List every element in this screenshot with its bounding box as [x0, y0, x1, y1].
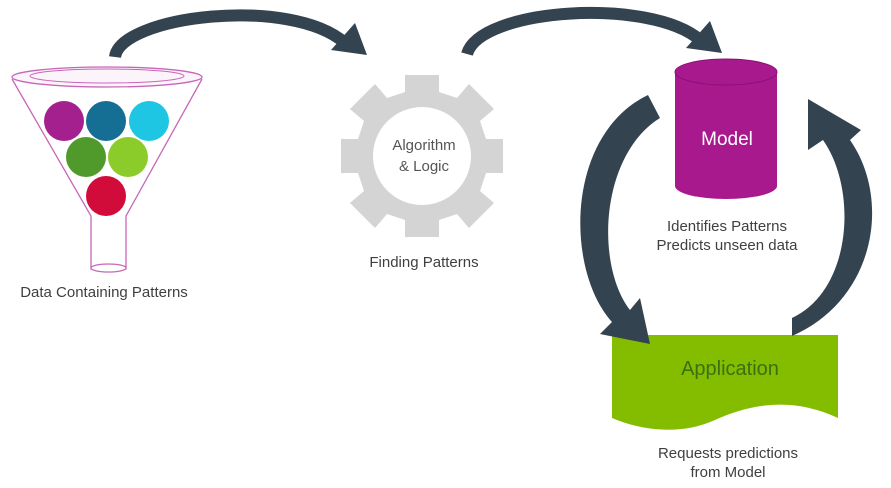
data-ball-5 — [108, 137, 148, 177]
funnel-caption: Data Containing Patterns — [20, 284, 188, 301]
application-caption-line-1: Requests predictions — [657, 445, 799, 462]
arrow-application-to-model — [792, 99, 873, 336]
gear-label-line-2: & Logic — [398, 158, 450, 175]
model-caption: Identifies Patterns Predicts unseen data — [628, 217, 826, 255]
model-cylinder-icon — [674, 58, 778, 199]
model-label: Model — [701, 129, 753, 150]
funnel-icon — [11, 66, 203, 273]
application-caption: Requests predictions from Model — [612, 444, 844, 482]
model-caption-line-2: Predicts unseen data — [656, 237, 798, 254]
gear-caption: Finding Patterns — [369, 254, 479, 271]
data-ball-1 — [44, 101, 84, 141]
data-ball-6 — [86, 176, 126, 216]
application-label: Application — [681, 358, 779, 380]
data-ball-2 — [86, 101, 126, 141]
model-caption-line-1: Identifies Patterns — [666, 218, 788, 235]
application-document-icon — [612, 335, 838, 430]
gear-label-line-1: Algorithm — [392, 137, 456, 154]
application-caption-line-2: from Model — [690, 464, 766, 481]
arrow-model-to-application — [580, 95, 660, 344]
arrow-data-to-gear — [109, 9, 367, 59]
arrow-gear-to-model — [461, 7, 722, 57]
gear-icon — [341, 75, 503, 237]
data-ball-3 — [129, 101, 169, 141]
data-ball-4 — [66, 137, 106, 177]
